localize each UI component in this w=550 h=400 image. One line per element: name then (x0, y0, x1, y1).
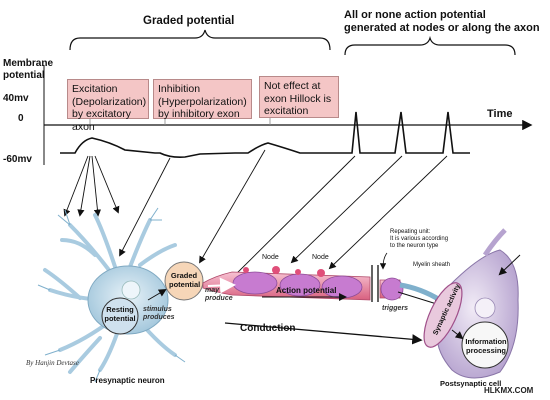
time-axis-label: Time (487, 108, 513, 120)
conduction-label: Conduction (240, 323, 296, 334)
author-credit: By Hanjin Devtase (26, 359, 79, 367)
information-processing-circle (461, 321, 509, 369)
node-label-1: Node (262, 254, 279, 261)
all-or-none-heading-line1: All or none action potential (344, 9, 486, 21)
tick-0: 0 (18, 113, 24, 124)
all-or-none-heading-line2: generated at nodes or along the axon (344, 22, 540, 34)
excitation-line4: axon (72, 120, 95, 133)
synaptic-activity-ring (423, 282, 463, 348)
y-axis-label-line2: potential (3, 70, 45, 81)
graded-potential-heading: Graded potential (143, 15, 235, 27)
conduction-arrow (224, 322, 423, 345)
repeating-unit-note: Repeating unit: It is various according … (390, 229, 449, 249)
myelin-sheath-label: Myelin sheath (413, 262, 451, 268)
excitation-line2: (Depolarization) (72, 95, 147, 108)
tick-40mv: 40mv (3, 93, 29, 104)
node-label-2: Node (312, 254, 329, 261)
no-effect-box: Not effect at exon Hillock is excitation (259, 76, 339, 118)
inhibition-line2: (Hyperpolarization) (158, 95, 247, 108)
myelin-segments (232, 271, 363, 299)
no-effect-line1: Not effect at (264, 80, 321, 92)
action-potential-label: Action potential (276, 286, 337, 295)
inhibition-line1: Inhibition (158, 83, 201, 95)
excitation-line1: Excitation (72, 83, 118, 95)
all-or-none-brace (344, 35, 516, 56)
information-processing-label: Information processing (465, 337, 507, 355)
excitation-box: Excitation (Depolarization) by excitator… (67, 79, 149, 133)
postsynaptic-cell-label: Postsynaptic cell (440, 379, 502, 388)
may-produce-label: may produce (205, 287, 233, 303)
no-effect-line3: excitation (264, 105, 309, 118)
y-axis-label-line1: Membrane (3, 58, 54, 69)
membrane-trace (60, 111, 470, 158)
triggers-label: triggers (382, 305, 409, 312)
no-effect-line2: exon Hillock is (264, 92, 332, 105)
watermark: HLKMX.COM (484, 386, 534, 395)
resting-potential-circle (101, 297, 139, 335)
tick-neg60mv: -60mv (3, 154, 32, 165)
inhibition-line3: by inhibitory exon (158, 108, 240, 121)
excitation-line3: by excitatory (72, 108, 131, 121)
graded-potential-label: Graded potential (169, 271, 201, 289)
presynaptic-neuron-label: Presynaptic neuron (90, 376, 165, 385)
graded-potential-circle (164, 261, 204, 301)
graded-brace (69, 29, 331, 51)
stimulus-produces-label: stimulus produces (143, 306, 175, 322)
inhibition-box: Inhibition (Hyperpolarization) by inhibi… (153, 79, 252, 121)
resting-potential-label: Resting potential (104, 305, 136, 323)
